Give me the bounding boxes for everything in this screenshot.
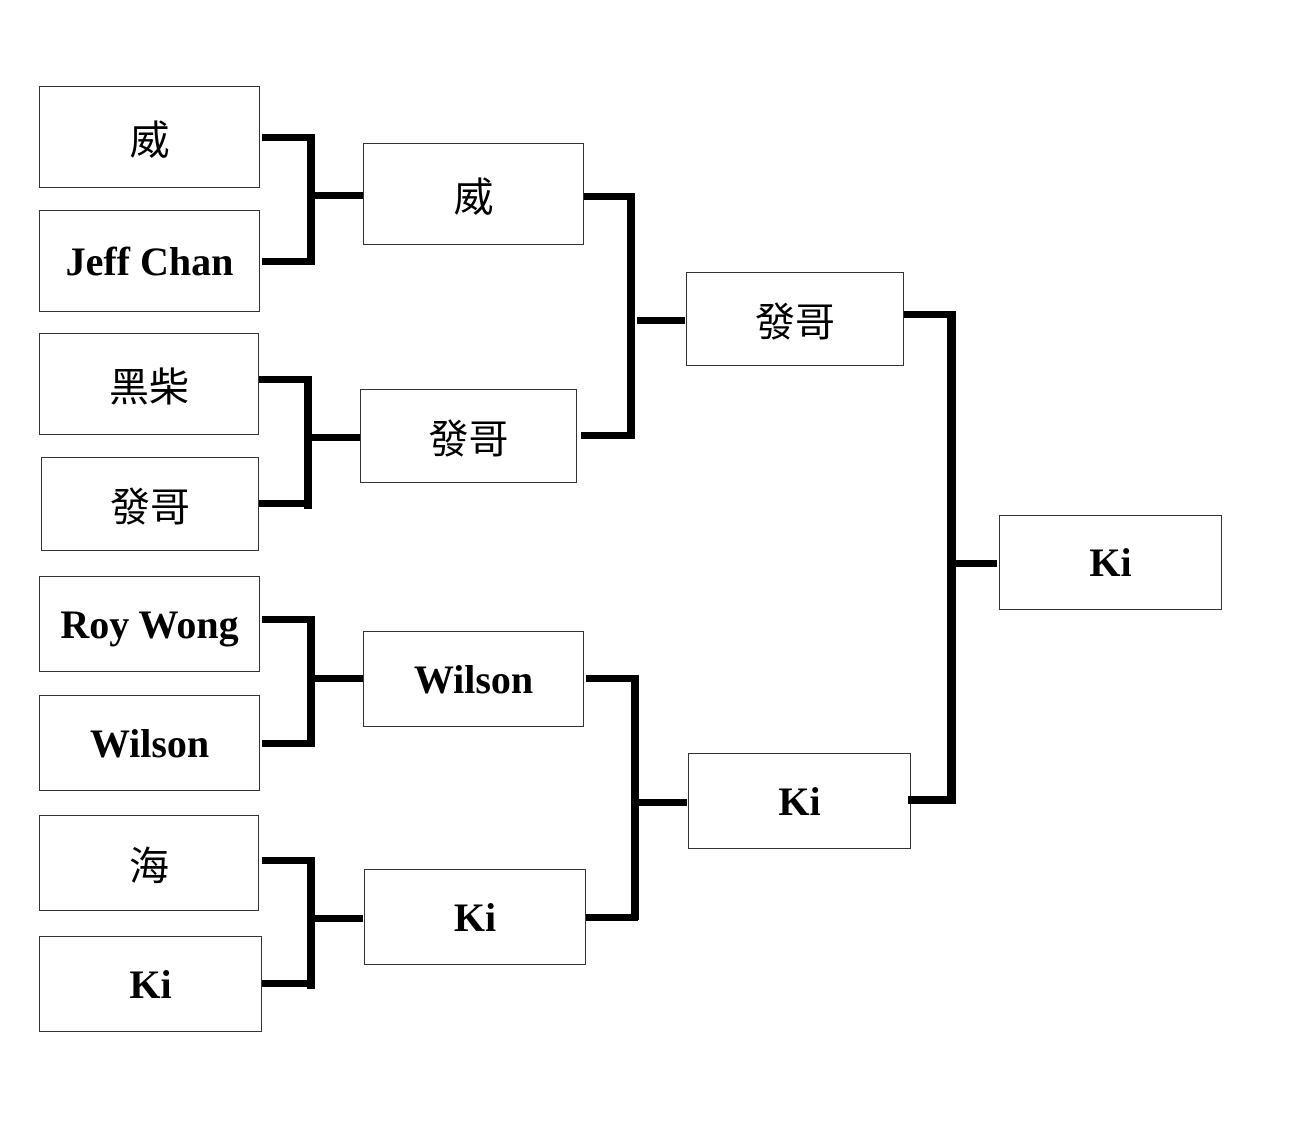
player-name: Roy Wong [60,601,239,647]
player-name: Ki [453,894,497,940]
player-name: Jeff Chan [65,238,234,284]
connector-line [947,311,956,804]
connector-line [581,432,634,439]
round2-entry-4: Ki [364,869,586,965]
round1-entry-6: Wilson [39,695,260,791]
connector-line [586,675,638,682]
round1-entry-1: 威 [39,86,260,188]
connector-line [262,740,314,747]
connector-line [955,560,997,567]
round1-entry-3: 黑柴 [39,333,259,435]
round1-entry-5: Roy Wong [39,576,260,672]
round1-entry-8: Ki [39,936,262,1032]
round2-entry-3: Wilson [363,631,584,727]
player-name: 海 [129,844,169,890]
connector-line [262,258,314,265]
round3-entry-2: Ki [688,753,911,849]
round2-entry-1: 威 [363,143,584,245]
connector-line [586,914,638,921]
player-name: Wilson [413,656,534,702]
connector-line [262,616,314,623]
connector-line [315,915,363,922]
connector-line [584,193,635,200]
connector-line [315,675,363,682]
connector-line [908,796,955,804]
round2-entry-2: 發哥 [360,389,577,483]
player-name: 威 [453,175,494,221]
connector-line [262,134,314,141]
connector-line [904,311,956,318]
player-name: 黑柴 [109,365,189,411]
connector-line [312,434,360,441]
round1-entry-7: 海 [39,815,259,911]
player-name: Ki [129,961,172,1007]
round1-entry-4: 發哥 [41,457,259,551]
connector-line [304,376,312,509]
connector-line [639,799,687,806]
connector-line [262,857,314,864]
round3-entry-1: 發哥 [686,272,904,366]
connector-line [262,980,314,987]
connector-line [631,675,639,920]
connector-line [627,193,635,439]
player-name: Ki [778,778,821,824]
player-name: Ki [1089,540,1132,585]
player-name: 發哥 [428,417,509,463]
player-name: Wilson [89,720,210,766]
player-name: 發哥 [110,485,190,531]
connector-line [315,192,363,199]
connector-line [259,376,311,383]
round1-entry-2: Jeff Chan [39,210,260,312]
champion-entry: Ki [999,515,1222,610]
connector-line [307,857,315,989]
connector-line [637,317,685,324]
connector-line [307,134,315,265]
connector-line [307,616,315,747]
player-name: 發哥 [755,300,835,346]
player-name: 威 [129,118,170,164]
connector-line [259,500,311,507]
